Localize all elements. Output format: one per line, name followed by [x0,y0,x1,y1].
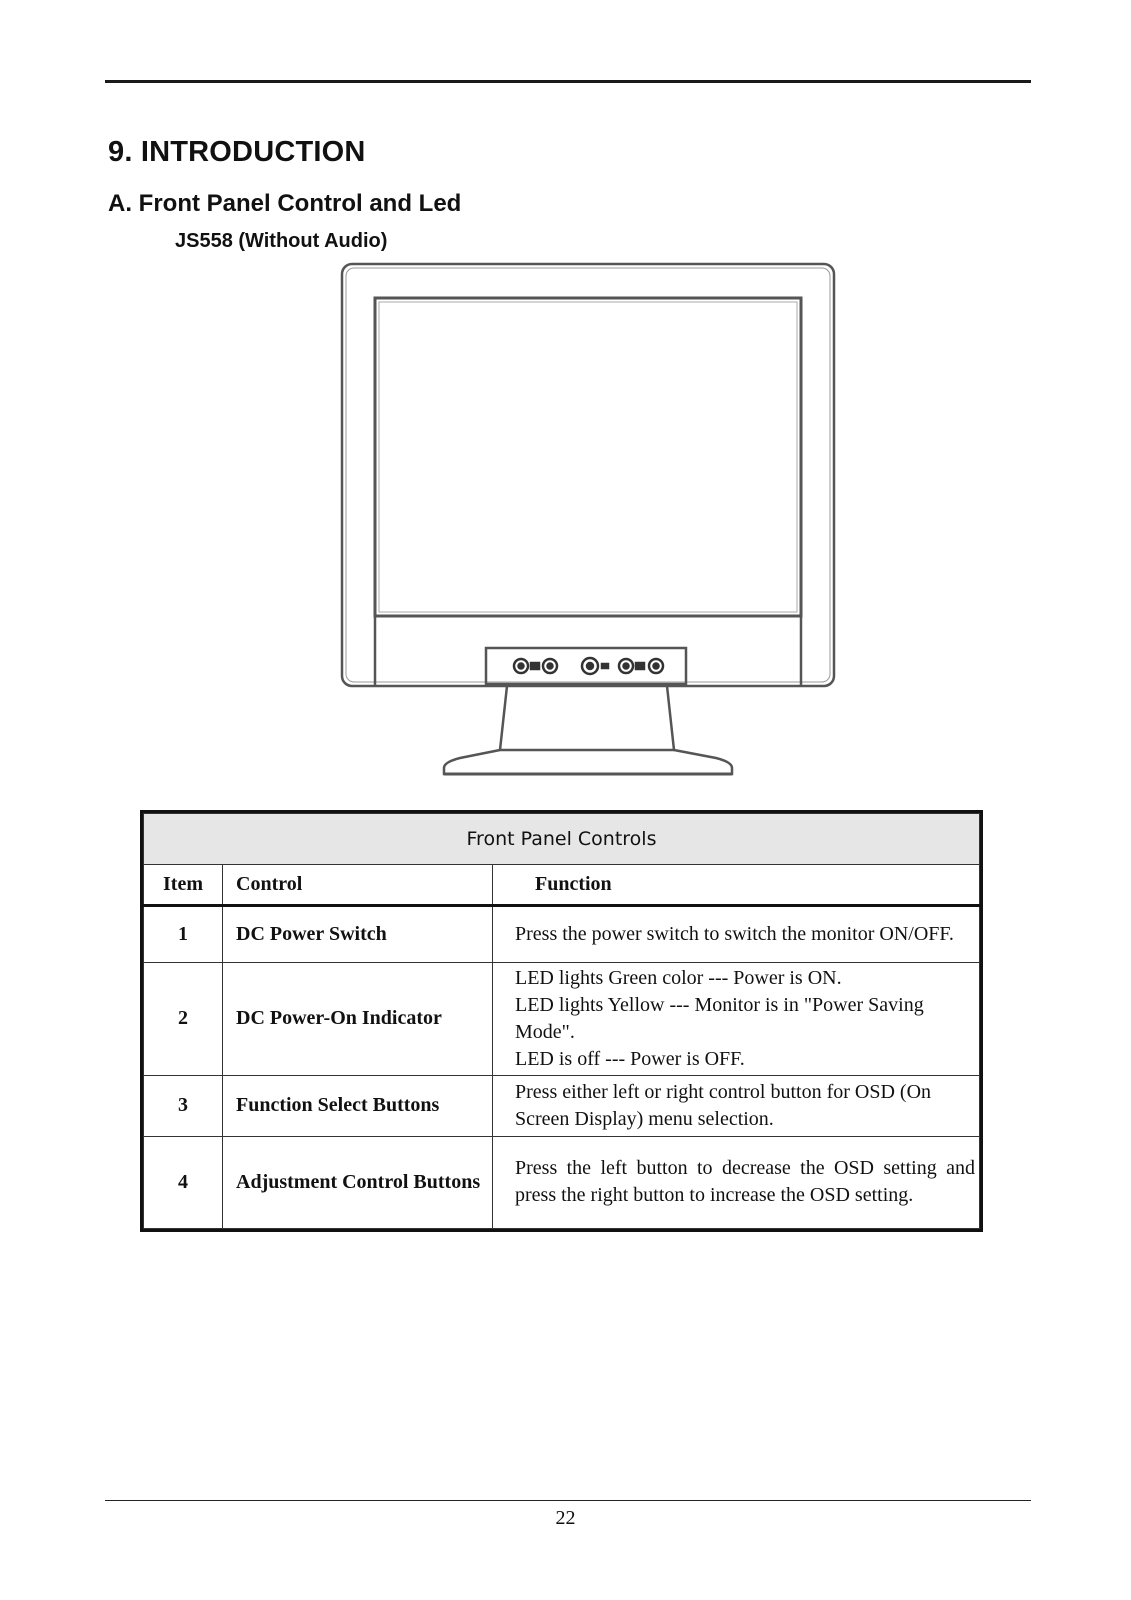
row-item-number: 3 [143,1074,223,1137]
front-panel-controls-table: Front Panel Controls Item Control Functi… [140,810,983,1232]
row-item-number: 1 [143,904,223,964]
column-header-item: Item [143,864,223,907]
row-function-text: Press the power switch to switch the mon… [492,904,980,964]
section-heading: 9. INTRODUCTION [108,136,366,168]
row-function-text: LED lights Green color --- Power is ON. … [492,962,980,1076]
model-label: JS558 (Without Audio) [175,230,388,252]
table-row: 1 DC Power Switch Press the power switch… [143,904,980,964]
row-item-number: 2 [143,962,223,1076]
monitor-stand [498,685,676,752]
subsection-heading: A. Front Panel Control and Led [108,190,462,217]
row-control-name: Adjustment Control Buttons [222,1135,493,1230]
bottom-rule [105,1500,1031,1501]
table-row: 4 Adjustment Control Buttons Press the l… [143,1135,980,1230]
column-header-function: Function [492,864,980,907]
table-row: 3 Function Select Buttons Press either l… [143,1074,980,1137]
monitor-base [442,748,734,776]
row-control-name: DC Power Switch [222,904,493,964]
row-function-text: Press either left or right control butto… [492,1074,980,1137]
page-number: 22 [555,1507,576,1529]
monitor-screen [373,296,803,618]
monitor-bezel [340,262,836,688]
row-function-text: Press the left button to decrease the OS… [492,1135,980,1230]
table-caption: Front Panel Controls [143,812,980,866]
row-control-name: Function Select Buttons [222,1074,493,1137]
led-indicator-icon [529,661,541,671]
top-rule [105,80,1031,83]
row-control-name: DC Power-On Indicator [222,962,493,1076]
monitor-illustration [340,262,836,776]
control-panel [484,646,688,686]
column-header-control: Control [222,864,493,907]
row-item-number: 4 [143,1135,223,1230]
table-row: 2 DC Power-On Indicator LED lights Green… [143,962,980,1076]
